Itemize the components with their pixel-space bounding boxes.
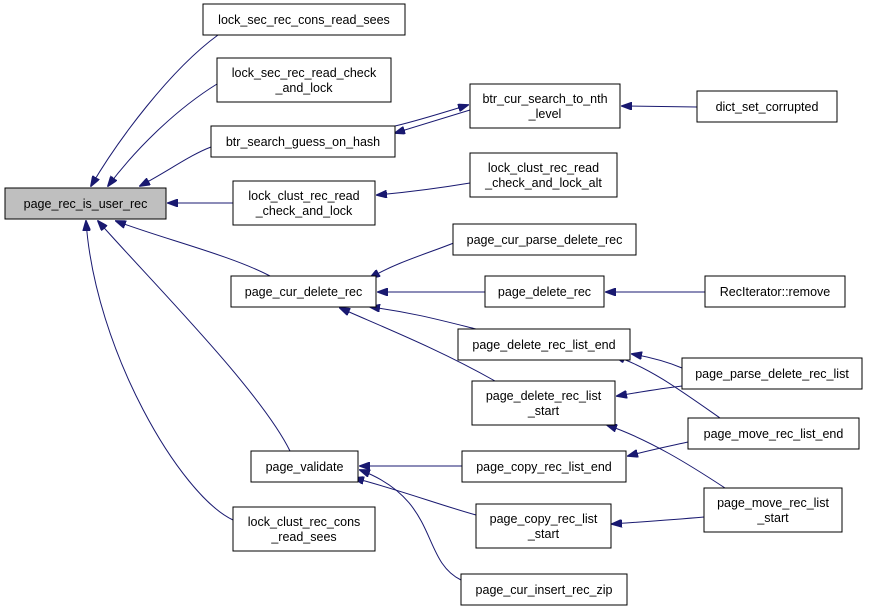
node-lock-clust-alt[interactable]: lock_clust_rec_read_check_and_lock_alt: [469, 152, 618, 198]
node-label: RecIterator::remove: [720, 285, 831, 299]
node-box: [461, 450, 627, 483]
node-lock-clust-read[interactable]: lock_clust_rec_read_check_and_lock: [232, 180, 376, 226]
node-box: [484, 275, 605, 308]
node-parse-del-list[interactable]: page_parse_delete_rec_list: [681, 357, 863, 390]
edge-btr_nth-to-btr_guess: [395, 109, 471, 133]
node-box: [696, 90, 838, 123]
node-label: page_parse_delete_rec_list: [695, 367, 849, 381]
node-box: [471, 380, 616, 426]
node-box: [687, 417, 860, 450]
node-label: page_copy_rec_list_end: [476, 460, 612, 474]
node-rec-iter-remove[interactable]: RecIterator::remove: [704, 275, 846, 308]
edge-btr_guess-to-root: [140, 146, 212, 186]
node-label: lock_clust_rec_cons: [248, 515, 361, 529]
node-dict-corrupt[interactable]: dict_set_corrupted: [696, 90, 838, 123]
node-copy-list-end[interactable]: page_copy_rec_list_end: [461, 450, 627, 483]
node-validate[interactable]: page_validate: [250, 450, 359, 483]
edges-layer: [86, 34, 726, 581]
node-label: page_cur_insert_rec_zip: [476, 583, 613, 597]
node-lock-sec-cons[interactable]: lock_sec_rec_cons_read_sees: [202, 3, 406, 36]
node-box: [4, 187, 167, 220]
node-cur-delete[interactable]: page_cur_delete_rec: [230, 275, 377, 308]
edge-btr_guess-to-btr_nth: [394, 105, 468, 127]
node-box: [681, 357, 863, 390]
node-box: [230, 275, 377, 308]
node-label: _start: [527, 527, 560, 541]
node-label: page_rec_is_user_rec: [24, 197, 148, 211]
node-label: page_delete_rec_list: [486, 389, 602, 403]
edge-move_list_start-to-del_list_start: [607, 425, 726, 489]
edge-copy_list_start-to-validate: [354, 478, 477, 516]
node-cur-parse-delete[interactable]: page_cur_parse_delete_rec: [452, 223, 637, 256]
node-move-list-end[interactable]: page_move_rec_list_end: [687, 417, 860, 450]
node-label: _and_lock: [275, 81, 334, 95]
edge-del_list_start-to-cur_delete: [340, 308, 496, 382]
node-label: page_validate: [266, 460, 344, 474]
node-label: _check_and_lock_alt: [484, 176, 602, 190]
node-label: lock_clust_rec_read: [248, 189, 359, 203]
node-box: [452, 223, 637, 256]
node-cur-insert-zip[interactable]: page_cur_insert_rec_zip: [460, 573, 628, 606]
edge-lock_clust_cons-to-root: [86, 221, 234, 521]
node-label: page_move_rec_list_end: [704, 427, 844, 441]
node-label: lock_clust_rec_read: [488, 161, 599, 175]
node-label: _check_and_lock: [255, 204, 353, 218]
edge-lock_clust_alt-to-lock_clust_read: [377, 182, 471, 195]
node-box: [210, 125, 396, 158]
node-box: [457, 328, 631, 361]
edge-dict_corrupt-to-btr_nth: [622, 106, 698, 107]
node-lock-sec-read[interactable]: lock_sec_rec_read_check_and_lock: [216, 57, 392, 103]
node-btr-nth[interactable]: btr_cur_search_to_nth_level: [469, 83, 621, 129]
node-label: page_move_rec_list: [717, 496, 829, 510]
node-box: [460, 573, 628, 606]
node-root[interactable]: page_rec_is_user_rec: [4, 187, 167, 220]
node-btr-guess[interactable]: btr_search_guess_on_hash: [210, 125, 396, 158]
node-label: lock_sec_rec_read_check: [232, 66, 377, 80]
node-copy-list-start[interactable]: page_copy_rec_list_start: [475, 503, 612, 549]
node-label: btr_search_guess_on_hash: [226, 135, 380, 149]
node-label: dict_set_corrupted: [716, 100, 819, 114]
node-label: page_cur_parse_delete_rec: [467, 233, 623, 247]
edge-parse_del_list-to-del_list_start: [617, 385, 683, 396]
node-label: page_copy_rec_list: [490, 512, 598, 526]
node-box: [469, 83, 621, 129]
edge-lock_sec_cons-to-root: [91, 34, 219, 186]
node-move-list-start[interactable]: page_move_rec_list_start: [703, 487, 843, 533]
edge-lock_sec_read-to-root: [108, 83, 218, 186]
node-box: [469, 152, 618, 198]
node-del-list-start[interactable]: page_delete_rec_list_start: [471, 380, 616, 426]
node-box: [232, 180, 376, 226]
node-box: [202, 3, 406, 36]
edge-cur_delete-to-root: [116, 221, 271, 277]
node-box: [704, 275, 846, 308]
node-delete-rec[interactable]: page_delete_rec: [484, 275, 605, 308]
node-lock-clust-cons[interactable]: lock_clust_rec_cons_read_sees: [232, 506, 376, 552]
edge-validate-to-root: [98, 221, 291, 452]
edge-del_list_end-to-cur_delete: [370, 307, 477, 330]
nodes-layer: page_rec_is_user_rec lock_sec_rec_cons_re…: [4, 3, 863, 606]
node-label: _start: [527, 404, 560, 418]
node-box: [703, 487, 843, 533]
node-label: page_delete_rec: [498, 285, 591, 299]
node-label: btr_cur_search_to_nth: [482, 92, 607, 106]
node-label: page_cur_delete_rec: [245, 285, 362, 299]
edge-move_list_start-to-copy_list_start: [612, 516, 705, 524]
node-label: _level: [528, 107, 562, 121]
node-label: lock_sec_rec_cons_read_sees: [218, 13, 390, 27]
edge-cur_insert_zip-to-validate: [360, 470, 462, 581]
node-del-list-end[interactable]: page_delete_rec_list_end: [457, 328, 631, 361]
node-box: [216, 57, 392, 103]
node-box: [475, 503, 612, 549]
edge-parse_del_list-to-del_list_end: [632, 354, 683, 369]
node-label: _start: [756, 511, 789, 525]
node-label: page_delete_rec_list_end: [472, 338, 615, 352]
edge-move_list_end-to-copy_list_end: [628, 441, 689, 456]
node-box: [250, 450, 359, 483]
node-box: [232, 506, 376, 552]
node-label: _read_sees: [270, 530, 336, 544]
